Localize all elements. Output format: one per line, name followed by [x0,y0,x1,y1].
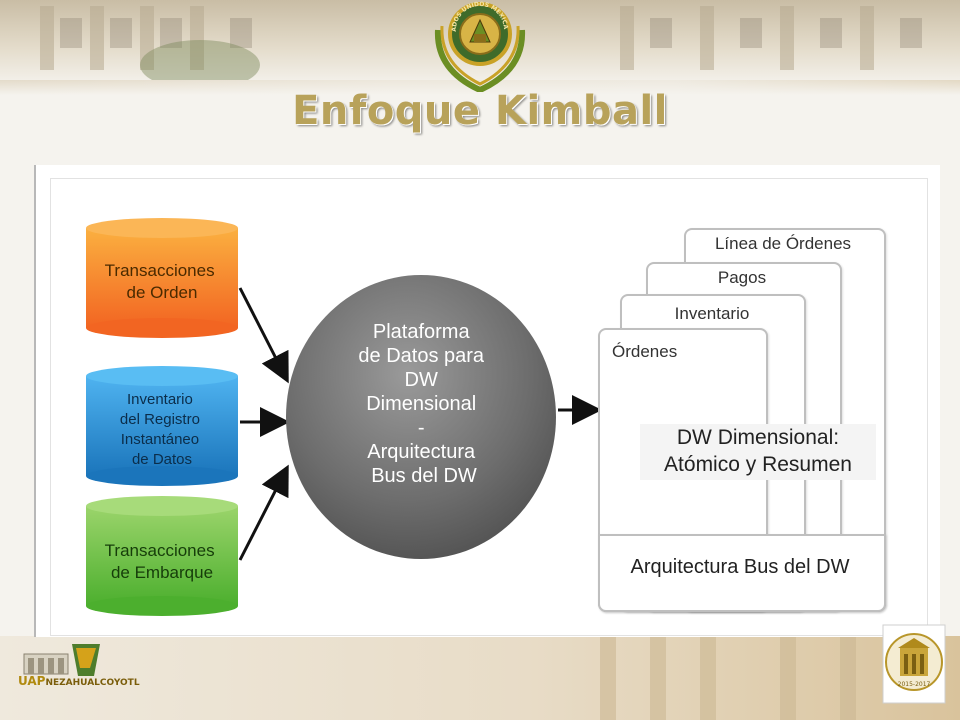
source-inventario-line-1: Inventario [127,391,193,408]
arrow-embarque-to-platform [238,464,289,561]
dw-label-line-1: DW Dimensional: [676,426,840,449]
dw-label-line-2: Atómico y Resumen [664,453,852,476]
svg-text:Inventario del Registro: Inventario del Registro Instantáneo de D… [120,391,204,468]
platform-line-4: Dimensional [366,393,476,415]
platform-line-3: DW [405,369,438,391]
national-crest-logo: ESTADOS UNIDOS MEXICANOS [428,0,526,92]
uap-logo-text: UAPNEZAHUALCOYOTL [18,674,140,688]
bus-architecture-label: Arquitectura Bus del DW [630,556,850,578]
anniversary-seal-logo: 2015-2017 [882,624,946,704]
platform-line-1: Plataforma [373,321,471,343]
dw-dimensional-label: DW Dimensional: Atómico y Resumen [640,424,876,480]
bus-architecture-box [598,534,886,612]
source-inventario-line-2: del Registro [120,411,200,428]
svg-text:Plataforma de Datos para: Plataforma de Datos para DW Dimensional … [358,321,489,487]
source-cylinder-embarque: Transacciones de Embarque [86,496,238,616]
source-orden-line-2: de Orden [127,283,198,302]
source-cylinder-orden: Transacciones de Orden [86,218,238,338]
arrow-orden-to-platform [238,287,289,384]
platform-circle: Plataforma de Datos para DW Dimensional … [286,275,556,559]
svg-text:Transacciones de Embarqu: Transacciones de Embarque [105,541,220,582]
uap-logo-text-big: UAP [18,674,46,688]
platform-line-6: Arquitectura [367,441,476,463]
svg-text:Transacciones de Orden: Transacciones de Orden [105,261,220,302]
slide-title: Enfoque Kimball [292,88,668,134]
seal-years: 2015-2017 [898,681,931,688]
platform-line-7: Bus del DW [371,465,477,487]
datamart-label-ordenes: Órdenes [612,342,678,361]
datamart-label-linea-ordenes: Línea de Órdenes [714,234,852,253]
uap-logo-text-small: NEZAHUALCOYOTL [45,678,140,688]
source-embarque-line-1: Transacciones [105,541,215,560]
source-embarque-line-2: de Embarque [111,563,213,582]
datamart-label-pagos: Pagos [717,268,767,287]
bottom-building-band [0,636,960,720]
source-orden-line-1: Transacciones [105,261,215,280]
uap-nezahualcoyotl-logo [23,644,100,676]
datamart-label-inventario: Inventario [674,304,750,323]
platform-line-5: - [418,417,425,439]
source-inventario-line-3: Instantáneo [121,431,199,448]
source-inventario-line-4: de Datos [132,451,192,468]
source-cylinder-inventario: Inventario del Registro Instantáneo de D… [86,366,238,486]
platform-line-2: de Datos para [358,345,485,367]
